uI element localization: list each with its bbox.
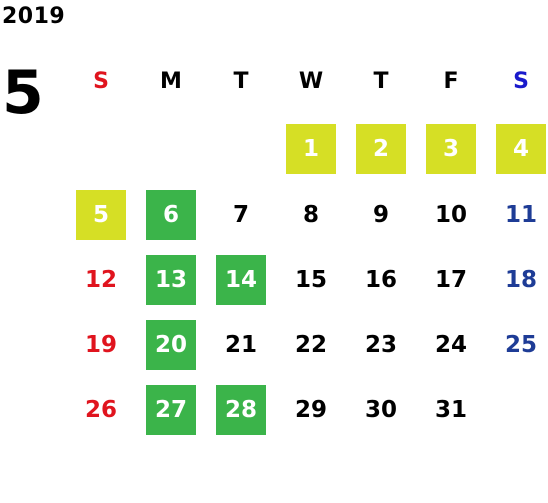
day-7: 7 bbox=[232, 202, 249, 228]
month-number: 5 bbox=[2, 58, 44, 128]
day-10: 10 bbox=[434, 202, 467, 228]
day-9: 9 bbox=[372, 202, 389, 228]
weekday-sun: S bbox=[93, 68, 109, 94]
day-14: 14 bbox=[216, 255, 266, 305]
day-30: 30 bbox=[364, 397, 397, 423]
weekday-tue: T bbox=[233, 68, 249, 94]
day-13: 13 bbox=[146, 255, 196, 305]
day-26: 26 bbox=[84, 397, 117, 423]
day-12: 12 bbox=[84, 267, 117, 293]
day-17: 17 bbox=[434, 267, 467, 293]
weekday-sat: S bbox=[513, 68, 529, 94]
day-15: 15 bbox=[294, 267, 327, 293]
day-25: 25 bbox=[504, 332, 537, 358]
day-8: 8 bbox=[302, 202, 319, 228]
weekday-mon: M bbox=[160, 68, 182, 94]
weekday-thu: T bbox=[373, 68, 389, 94]
day-18: 18 bbox=[504, 267, 537, 293]
day-5: 5 bbox=[76, 190, 126, 240]
year-label: 2019 bbox=[2, 4, 66, 29]
day-4: 4 bbox=[496, 124, 546, 174]
day-22: 22 bbox=[294, 332, 327, 358]
day-2: 2 bbox=[356, 124, 406, 174]
day-27: 27 bbox=[146, 385, 196, 435]
day-11: 11 bbox=[504, 202, 537, 228]
day-16: 16 bbox=[364, 267, 397, 293]
day-31: 31 bbox=[434, 397, 467, 423]
day-19: 19 bbox=[84, 332, 117, 358]
day-6: 6 bbox=[146, 190, 196, 240]
day-20: 20 bbox=[146, 320, 196, 370]
day-29: 29 bbox=[294, 397, 327, 423]
day-24: 24 bbox=[434, 332, 467, 358]
day-21: 21 bbox=[224, 332, 257, 358]
weekday-fri: F bbox=[443, 68, 459, 94]
day-23: 23 bbox=[364, 332, 397, 358]
day-28: 28 bbox=[216, 385, 266, 435]
weekday-wed: W bbox=[298, 68, 324, 94]
day-3: 3 bbox=[426, 124, 476, 174]
day-1: 1 bbox=[286, 124, 336, 174]
